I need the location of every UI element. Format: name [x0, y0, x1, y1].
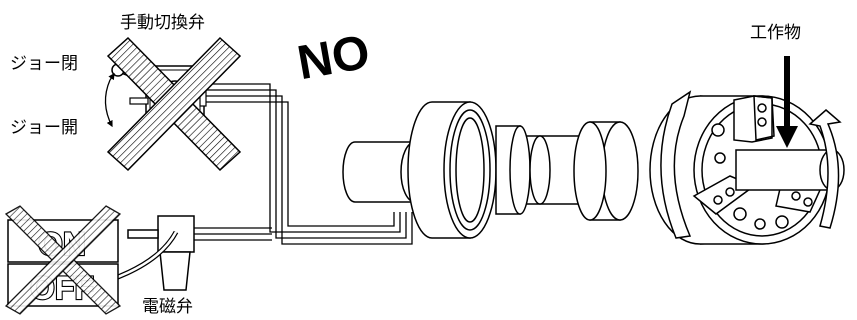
workpiece-label: 工作物 [750, 23, 801, 43]
hydraulic-cylinder [342, 101, 639, 239]
solenoid-valve-label: 電磁弁 [142, 297, 193, 317]
no-label: NO [294, 25, 374, 90]
rotation-arrows [660, 90, 842, 239]
prohibited-x-switch [4, 205, 122, 315]
jaw-close-label: ジョー閉 [10, 54, 78, 74]
workpiece-pointer-arrow [776, 56, 798, 148]
solenoid-valve [109, 215, 195, 291]
manual-valve-label: 手動切換弁 [120, 13, 205, 33]
hydraulic-pipes [192, 83, 413, 245]
prohibited-x-manual-valve [106, 36, 242, 172]
jaw-open-label: ジョー開 [10, 118, 78, 138]
